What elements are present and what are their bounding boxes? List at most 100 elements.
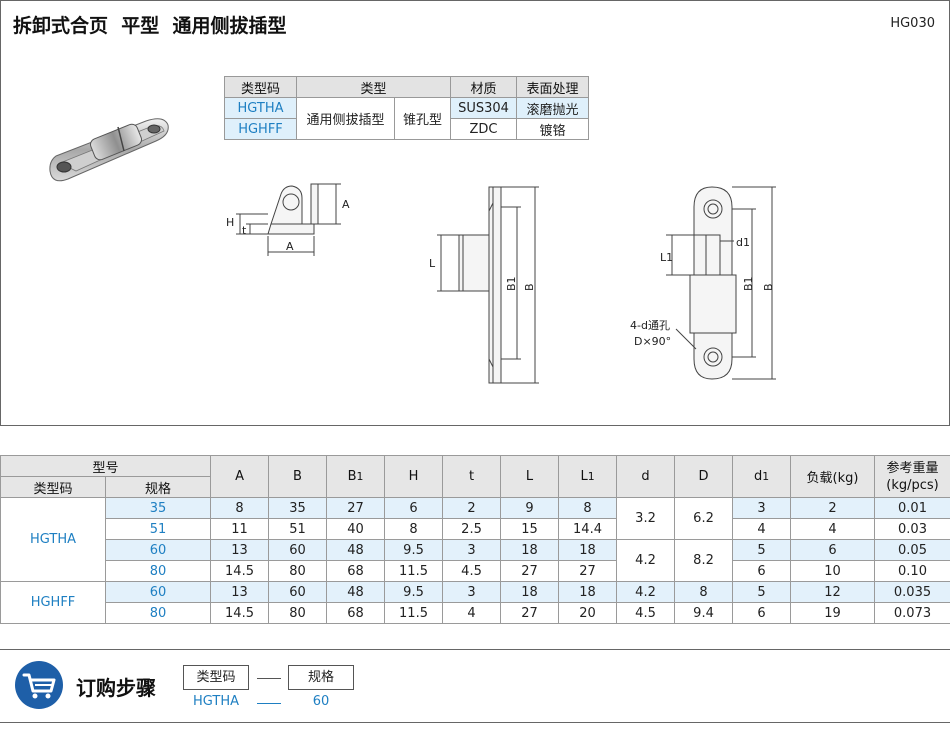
order-size-box: 规格: [288, 665, 354, 690]
cell-L1: 18: [558, 581, 618, 603]
top-view-drawing: L1 d1 B1 B 4-d通孔 D×90°: [630, 186, 776, 380]
label-A-vertical: A: [342, 198, 350, 211]
hole-note-chamfer: D×90°: [634, 335, 671, 348]
size-cell: 80: [104, 560, 212, 582]
cell-B1: 68: [326, 560, 386, 582]
header-L: L: [500, 455, 560, 498]
cell-H: 11.5: [384, 560, 444, 582]
cell-B1: 48: [326, 539, 386, 561]
material-table: 类型码 类型 材质 表面处理 HGTHA 通用侧拔插型 锥孔型 SUS304 滚…: [224, 76, 589, 140]
header-L1: L1: [558, 455, 618, 498]
side-view-drawing: A H t A: [226, 183, 350, 256]
hinge-product-photo: [49, 118, 169, 182]
cell-A: 13: [210, 539, 270, 561]
label-t: t: [242, 224, 247, 237]
cell-load: 12: [790, 581, 876, 603]
cell-L: 27: [500, 560, 560, 582]
order-connector: [257, 678, 281, 679]
cell-B: 80: [268, 602, 328, 624]
cell-d1: 6: [732, 560, 792, 582]
cell-load: 2: [790, 497, 876, 519]
cell-L1: 14.4: [558, 518, 618, 540]
header-type-code: 类型码: [0, 476, 106, 498]
mat-code-hghff: HGHFF: [224, 118, 297, 140]
mat-code-hgtha: HGTHA: [224, 97, 297, 119]
cell-t: 3: [442, 581, 502, 603]
cell-B1: 27: [326, 497, 386, 519]
cell-D: 9.4: [674, 602, 734, 624]
mat-material-1: SUS304: [450, 97, 517, 119]
cell-H: 8: [384, 518, 444, 540]
header-size: 规格: [104, 476, 212, 498]
product-overview-panel: 拆卸式合页 平型 通用侧拔插型 HG030 类型码 类型 材质 表面处理 HGT…: [0, 0, 950, 426]
order-value-connector: [257, 703, 281, 704]
cell-B: 60: [268, 539, 328, 561]
cell-t: 4: [442, 602, 502, 624]
cell-load: 4: [790, 518, 876, 540]
header-A: A: [210, 455, 270, 498]
cell-L1: 20: [558, 602, 618, 624]
cell-weight: 0.10: [874, 560, 950, 582]
size-cell: 60: [104, 539, 212, 561]
table-row: 80 14.5 80 68 11.5 4 27 20 4.5 9.4 6 19 …: [1, 602, 950, 624]
cell-B: 35: [268, 497, 328, 519]
label-B1: B1: [505, 276, 518, 291]
mat-type-cell: 通用侧拔插型: [296, 97, 395, 140]
type-code-hgtha: HGTHA: [0, 497, 106, 582]
cell-L1: 8: [558, 497, 618, 519]
cell-B1: 68: [326, 602, 386, 624]
cell-H: 9.5: [384, 581, 444, 603]
cell-B: 51: [268, 518, 328, 540]
order-size-value: 60: [312, 694, 330, 709]
cell-load: 6: [790, 539, 876, 561]
cell-D: 8: [674, 581, 734, 603]
cell-t: 2: [442, 497, 502, 519]
cell-A: 13: [210, 581, 270, 603]
cell-A: 14.5: [210, 560, 270, 582]
cell-A: 8: [210, 497, 270, 519]
cell-d1: 4: [732, 518, 792, 540]
cell-d1: 6: [732, 602, 792, 624]
mat-finish-2: 镀铬: [516, 118, 589, 140]
table-row: HGTHA 35 8 35 27 6 2 9 8 3.2 6.2 3 2 0.0…: [0, 497, 950, 582]
front-view-drawing: L B1 B: [429, 186, 539, 384]
cell-L: 9: [500, 497, 560, 519]
cell-D-merged: 8.2: [674, 539, 734, 582]
header-t: t: [442, 455, 502, 498]
mat-material-2: ZDC: [450, 118, 517, 140]
header-d1: d1: [732, 455, 792, 498]
header-B1: B1: [326, 455, 386, 498]
mat-hole-cell: 锥孔型: [394, 97, 451, 140]
size-cell: 80: [104, 602, 212, 624]
label-A: A: [286, 240, 294, 253]
label-B-top: B: [762, 283, 775, 291]
label-B: B: [523, 283, 536, 291]
label-d1: d1: [736, 236, 750, 249]
cell-B: 60: [268, 581, 328, 603]
cell-L: 18: [500, 539, 560, 561]
cell-t: 2.5: [442, 518, 502, 540]
cell-weight: 0.05: [874, 539, 950, 561]
cell-d-merged: 4.2: [616, 539, 676, 582]
mat-header-type: 类型: [296, 76, 451, 98]
header-model: 型号: [0, 455, 212, 477]
mat-finish-1: 滚磨抛光: [516, 97, 589, 119]
cart-icon: [15, 661, 63, 709]
cell-t: 4.5: [442, 560, 502, 582]
cell-weight: 0.01: [874, 497, 950, 519]
cell-load: 10: [790, 560, 876, 582]
mat-header-code: 类型码: [224, 76, 297, 98]
header-d: d: [616, 455, 676, 498]
cell-d1: 5: [732, 539, 792, 561]
cell-B1: 40: [326, 518, 386, 540]
order-steps-panel: 订购步骤 类型码 规格 HGTHA 60: [0, 649, 950, 723]
label-H: H: [226, 216, 234, 229]
order-type-code-value: HGTHA: [193, 694, 239, 709]
order-title: 订购步骤: [76, 676, 156, 700]
cell-B: 80: [268, 560, 328, 582]
cell-weight: 0.073: [874, 602, 950, 624]
cell-d-merged: 3.2: [616, 497, 676, 540]
cell-d1: 5: [732, 581, 792, 603]
cell-A: 14.5: [210, 602, 270, 624]
cell-weight: 0.035: [874, 581, 950, 603]
